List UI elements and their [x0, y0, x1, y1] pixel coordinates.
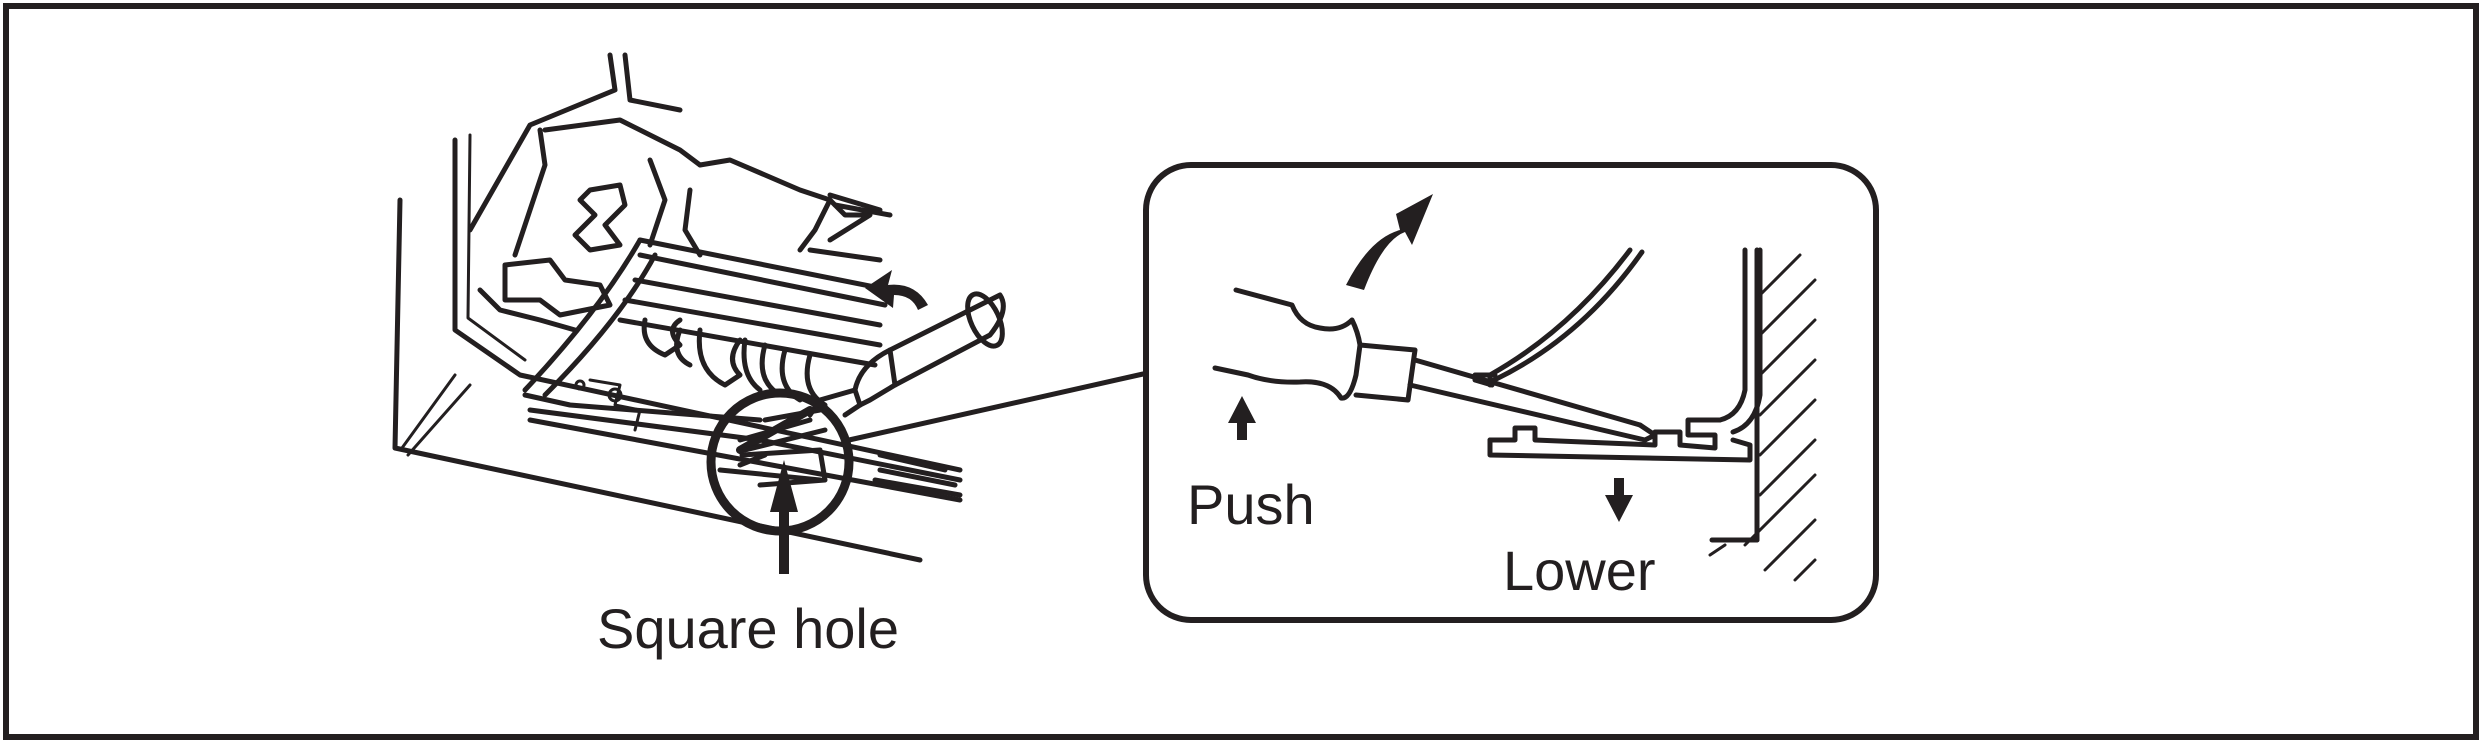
square-hole-label: Square hole	[597, 597, 899, 660]
up-arrow-icon	[1228, 396, 1256, 440]
curved-arrow-icon	[865, 270, 928, 310]
curved-arrow-icon	[1346, 194, 1433, 290]
wall-hatch	[1743, 253, 1817, 582]
down-arrow-icon	[1605, 478, 1633, 522]
lower-label: Lower	[1503, 539, 1656, 602]
outer-frame	[3, 3, 2479, 740]
up-arrow-icon	[770, 460, 798, 574]
detail-inset	[1143, 162, 1879, 623]
push-label: Push	[1187, 473, 1315, 536]
unit-illustration	[392, 52, 1146, 574]
